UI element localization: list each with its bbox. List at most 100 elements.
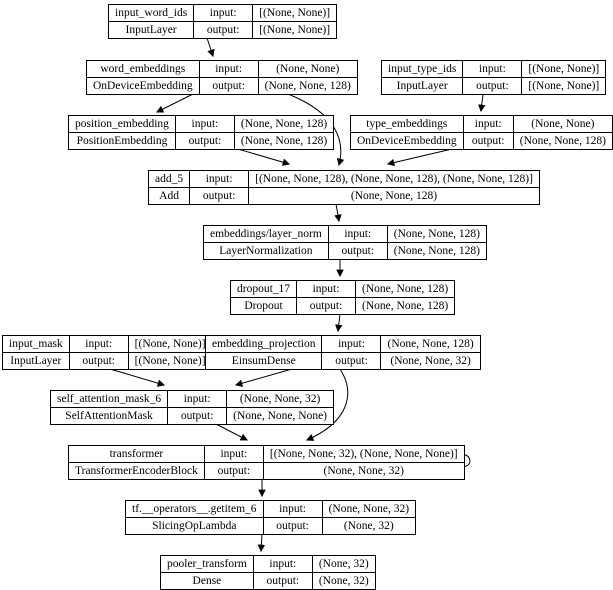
layer-name: transformer — [68, 445, 205, 463]
edge-wordembeddings-positionembedding — [155, 93, 194, 113]
input-label: input: — [462, 115, 514, 133]
layer-class: PositionEmbedding — [68, 132, 176, 150]
layer-node-add-5: add_5 input: [(None, None, 128), (None, … — [147, 170, 540, 205]
layer-node-input-type-ids: input_type_ids input: [(None, None)] Inp… — [380, 60, 607, 95]
layer-class: InputLayer — [380, 77, 464, 95]
layer-name: embeddings/layer_norm — [203, 225, 329, 243]
layer-name: dropout_17 — [229, 280, 298, 298]
output-label: output: — [462, 77, 523, 95]
layer-name: add_5 — [147, 170, 191, 188]
layer-name: input_type_ids — [380, 60, 464, 78]
output-shape: [(None, None)] — [521, 77, 607, 95]
layer-class: Dropout — [229, 297, 298, 315]
input-label: input: — [174, 115, 235, 133]
input-label: input: — [462, 60, 523, 78]
output-shape: (None, None, 128) — [386, 242, 488, 260]
output-label: output: — [189, 187, 250, 205]
output-shape: [(None, None)] — [127, 352, 213, 370]
layer-node-embeddings-layer-norm: embeddings/layer_norm input: (None, None… — [203, 225, 488, 260]
output-label: output: — [68, 352, 129, 370]
input-shape: (None, None, 128) — [386, 225, 488, 243]
output-shape: (None, None, 128) — [355, 297, 456, 315]
edge-embeddingprojection-selfattentionmask — [234, 368, 293, 387]
input-shape: (None, None, 32) — [321, 500, 417, 518]
layer-name: input_word_ids — [107, 4, 195, 22]
input-shape: [(None, None)] — [252, 4, 338, 22]
output-shape: (None, None, 128) — [512, 132, 613, 150]
input-label: input: — [193, 4, 254, 22]
input-shape: (None, None, 128) — [355, 280, 456, 298]
output-shape: (None, None, 128) — [257, 77, 358, 95]
output-label: output: — [321, 352, 382, 370]
layer-class: Add — [147, 187, 191, 205]
input-label: input: — [321, 335, 382, 353]
input-label: input: — [296, 280, 357, 298]
input-shape: (None, 32) — [311, 555, 376, 573]
output-label: output: — [296, 297, 357, 315]
layer-node-input-word-ids: input_word_ids input: [(None, None)] Inp… — [107, 4, 338, 39]
output-shape: (None, None, 32) — [380, 352, 481, 370]
output-label: output: — [262, 517, 323, 535]
layer-class: InputLayer — [2, 352, 70, 370]
edge-selfattentionmask-transformer — [215, 423, 248, 441]
input-label: input: — [198, 60, 259, 78]
output-label: output: — [167, 407, 228, 425]
input-label: input: — [167, 390, 228, 408]
input-shape: (None, None) — [512, 115, 613, 133]
layer-node-transformer: transformer input: [(None, None, 32), (N… — [68, 445, 465, 480]
layer-name: pooler_transform — [160, 555, 254, 573]
output-shape: [(None, None)] — [252, 21, 338, 39]
output-label: output: — [252, 572, 313, 590]
layer-node-input-mask: input_mask input: [(None, None)] InputLa… — [2, 335, 213, 370]
input-label: input: — [68, 335, 129, 353]
layer-class: SlicingOpLambda — [125, 517, 264, 535]
output-label: output: — [327, 242, 388, 260]
layer-name: input_mask — [2, 335, 70, 353]
input-shape: (None, None) — [257, 60, 358, 78]
layer-class: EinsumDense — [204, 352, 323, 370]
edge-inputtypeids-typeembeddings — [478, 93, 486, 113]
edge-typeembeddings-add5 — [386, 148, 453, 167]
input-shape: (None, None, 128) — [233, 115, 335, 133]
input-label: input: — [252, 555, 313, 573]
input-shape: [(None, None, 32), (None, None, None)] — [262, 445, 465, 463]
layer-node-type-embeddings: type_embeddings input: (None, None) OnDe… — [350, 115, 613, 150]
layer-class: InputLayer — [107, 21, 195, 39]
layer-node-embedding-projection: embedding_projection input: (None, None,… — [204, 335, 481, 370]
layer-node-pooler-transform: pooler_transform input: (None, 32) Dense… — [160, 555, 376, 590]
input-label: input: — [262, 500, 323, 518]
edge-positionembedding-add5 — [237, 148, 291, 166]
layer-node-tf-operators-getitem-6: tf.__operators__.getitem_6 input: (None,… — [125, 500, 417, 535]
input-shape: [(None, None)] — [521, 60, 607, 78]
layer-class: OnDeviceEmbedding — [350, 132, 464, 150]
layer-node-word-embeddings: word_embeddings input: (None, None) OnDe… — [86, 60, 358, 95]
input-shape: [(None, None, 128), (None, None, 128), (… — [248, 170, 540, 188]
layer-node-position-embedding: position_embedding input: (None, None, 1… — [68, 115, 335, 150]
layer-class: OnDeviceEmbedding — [86, 77, 200, 95]
layer-name: tf.__operators__.getitem_6 — [125, 500, 264, 518]
output-shape: (None, None, 128) — [248, 187, 540, 205]
output-label: output: — [193, 21, 254, 39]
edge-getitem-poolertransform — [257, 533, 266, 553]
input-label: input: — [189, 170, 250, 188]
input-shape: (None, None, 32) — [226, 390, 335, 408]
edge-add5-layernorm — [334, 203, 342, 223]
layer-name: type_embeddings — [350, 115, 464, 133]
input-shape: (None, None, 128) — [380, 335, 481, 353]
output-shape: (None, 32) — [321, 517, 417, 535]
layer-class: LayerNormalization — [203, 242, 329, 260]
output-label: output: — [203, 462, 264, 480]
output-label: output: — [462, 132, 514, 150]
layer-name: word_embeddings — [86, 60, 200, 78]
layer-node-dropout-17: dropout_17 input: (None, None, 128) Drop… — [229, 280, 456, 315]
layer-class: Dense — [160, 572, 254, 590]
layer-node-self-attention-mask-6: self_attention_mask_6 input: (None, None… — [49, 390, 335, 425]
output-shape: (None, None, 128) — [233, 132, 335, 150]
edge-inputwordids-wordembeddings — [206, 37, 215, 58]
layer-name: embedding_projection — [204, 335, 323, 353]
output-shape: (None, None, None) — [226, 407, 335, 425]
output-label: output: — [174, 132, 235, 150]
input-label: input: — [327, 225, 388, 243]
edge-inputmask-selfattentionmask — [109, 368, 166, 387]
